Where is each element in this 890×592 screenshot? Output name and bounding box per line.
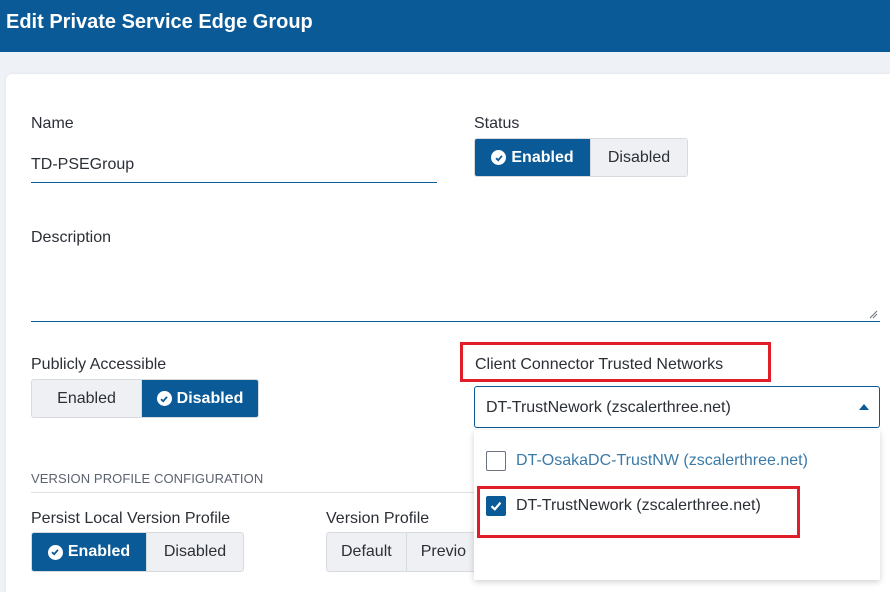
version-profile-previous-button[interactable]: Previo	[405, 533, 486, 571]
check-circle-icon	[156, 391, 172, 406]
publicly-accessible-label: Publicly Accessible	[31, 356, 167, 373]
dropdown-option-label: DT-OsakaDC-TrustNW (zscalerthree.net)	[516, 452, 808, 469]
trusted-networks-dropdown: DT-OsakaDC-TrustNW (zscalerthree.net) DT…	[474, 430, 880, 580]
caret-up-icon	[859, 404, 869, 410]
status-label: Status	[474, 115, 520, 132]
publicly-accessible-toggle: Enabled Disabled	[31, 379, 259, 418]
version-profile-label: Version Profile	[326, 510, 430, 527]
dropdown-option[interactable]: DT-OsakaDC-TrustNW (zscalerthree.net)	[486, 448, 808, 474]
highlight-box-option	[477, 486, 800, 538]
dropdown-option[interactable]: DT-TrustNework (zscalerthree.net)	[486, 493, 761, 519]
checkbox-checked-icon[interactable]	[486, 496, 506, 516]
status-toggle: Enabled Disabled	[474, 138, 688, 177]
version-profile-default-button[interactable]: Default	[327, 533, 406, 571]
highlight-box-label	[460, 342, 771, 382]
trusted-networks-select[interactable]: DT-TrustNework (zscalerthree.net)	[474, 386, 880, 428]
resize-grip-icon[interactable]	[868, 309, 878, 319]
name-input[interactable]: TD-PSEGroup	[31, 156, 135, 173]
trusted-networks-selected-value: DT-TrustNework (zscalerthree.net)	[486, 399, 731, 416]
dialog-title: Edit Private Service Edge Group	[6, 11, 313, 33]
check-circle-icon	[47, 544, 63, 560]
publicly-accessible-enabled-button[interactable]: Enabled	[32, 380, 141, 417]
dialog-header: Edit Private Service Edge Group	[0, 0, 890, 52]
check-circle-icon	[491, 150, 507, 165]
dropdown-option-label: DT-TrustNework (zscalerthree.net)	[516, 497, 761, 514]
checkbox-icon[interactable]	[486, 451, 506, 471]
description-textarea[interactable]	[31, 256, 880, 322]
publicly-accessible-disabled-button[interactable]: Disabled	[141, 380, 258, 417]
version-profile-toggle: Default Previo	[326, 532, 487, 572]
version-section-title: VERSION PROFILE CONFIGURATION	[31, 471, 264, 486]
status-disabled-button[interactable]: Disabled	[590, 139, 687, 176]
persist-local-disabled-button[interactable]: Disabled	[146, 533, 243, 571]
name-label: Name	[31, 115, 74, 132]
trusted-networks-label: Client Connector Trusted Networks	[475, 356, 724, 373]
status-enabled-button[interactable]: Enabled	[475, 139, 590, 176]
persist-local-toggle: Enabled Disabled	[31, 532, 244, 572]
name-input-underline	[31, 182, 437, 183]
section-divider	[31, 492, 476, 493]
description-label: Description	[31, 229, 112, 246]
persist-local-label: Persist Local Version Profile	[31, 510, 231, 527]
persist-local-enabled-button[interactable]: Enabled	[32, 533, 146, 571]
